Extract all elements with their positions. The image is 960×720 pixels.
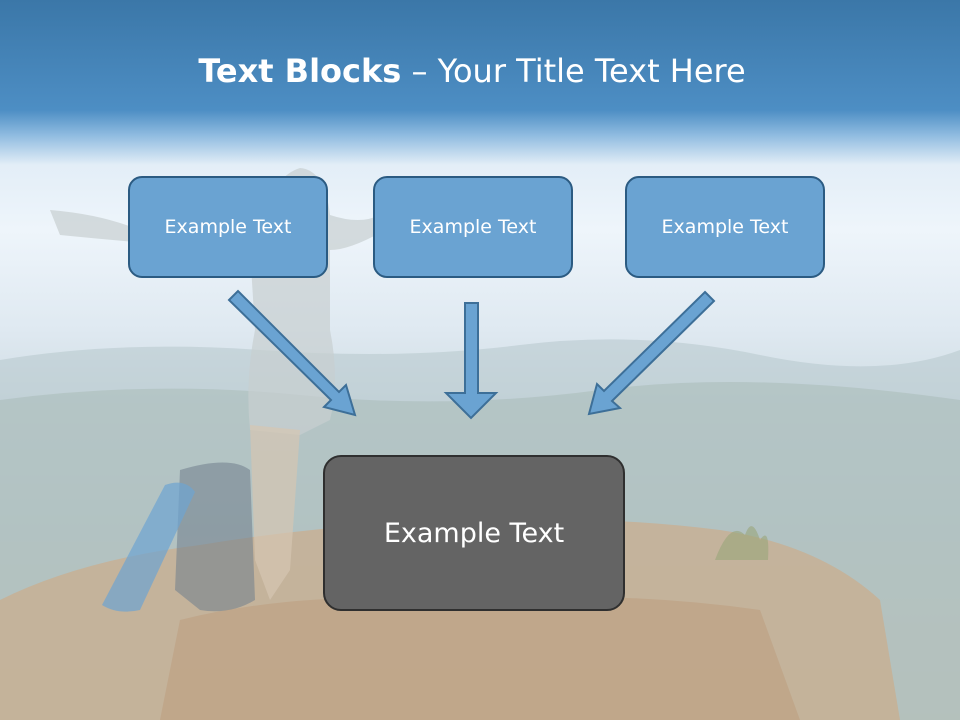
arrow-down-left-icon [587, 290, 716, 416]
text-block-1-label: Example Text [164, 216, 292, 238]
main-text-block[interactable]: Example Text [323, 455, 625, 611]
text-block-2-label: Example Text [409, 216, 537, 238]
main-text-block-label: Example Text [383, 517, 565, 549]
text-block-2[interactable]: Example Text [373, 176, 573, 278]
title-rest-text: Your Title Text Here [437, 52, 746, 90]
text-block-1[interactable]: Example Text [128, 176, 328, 278]
title-bold-text: Text Blocks [198, 52, 402, 90]
arrow-down-right-icon [227, 289, 357, 417]
text-block-3-label: Example Text [661, 216, 789, 238]
text-block-3[interactable]: Example Text [625, 176, 825, 278]
page-title: Text Blocks – Your Title Text Here [0, 52, 944, 90]
title-separator: – [401, 52, 438, 90]
arrow-down-icon [443, 302, 499, 420]
